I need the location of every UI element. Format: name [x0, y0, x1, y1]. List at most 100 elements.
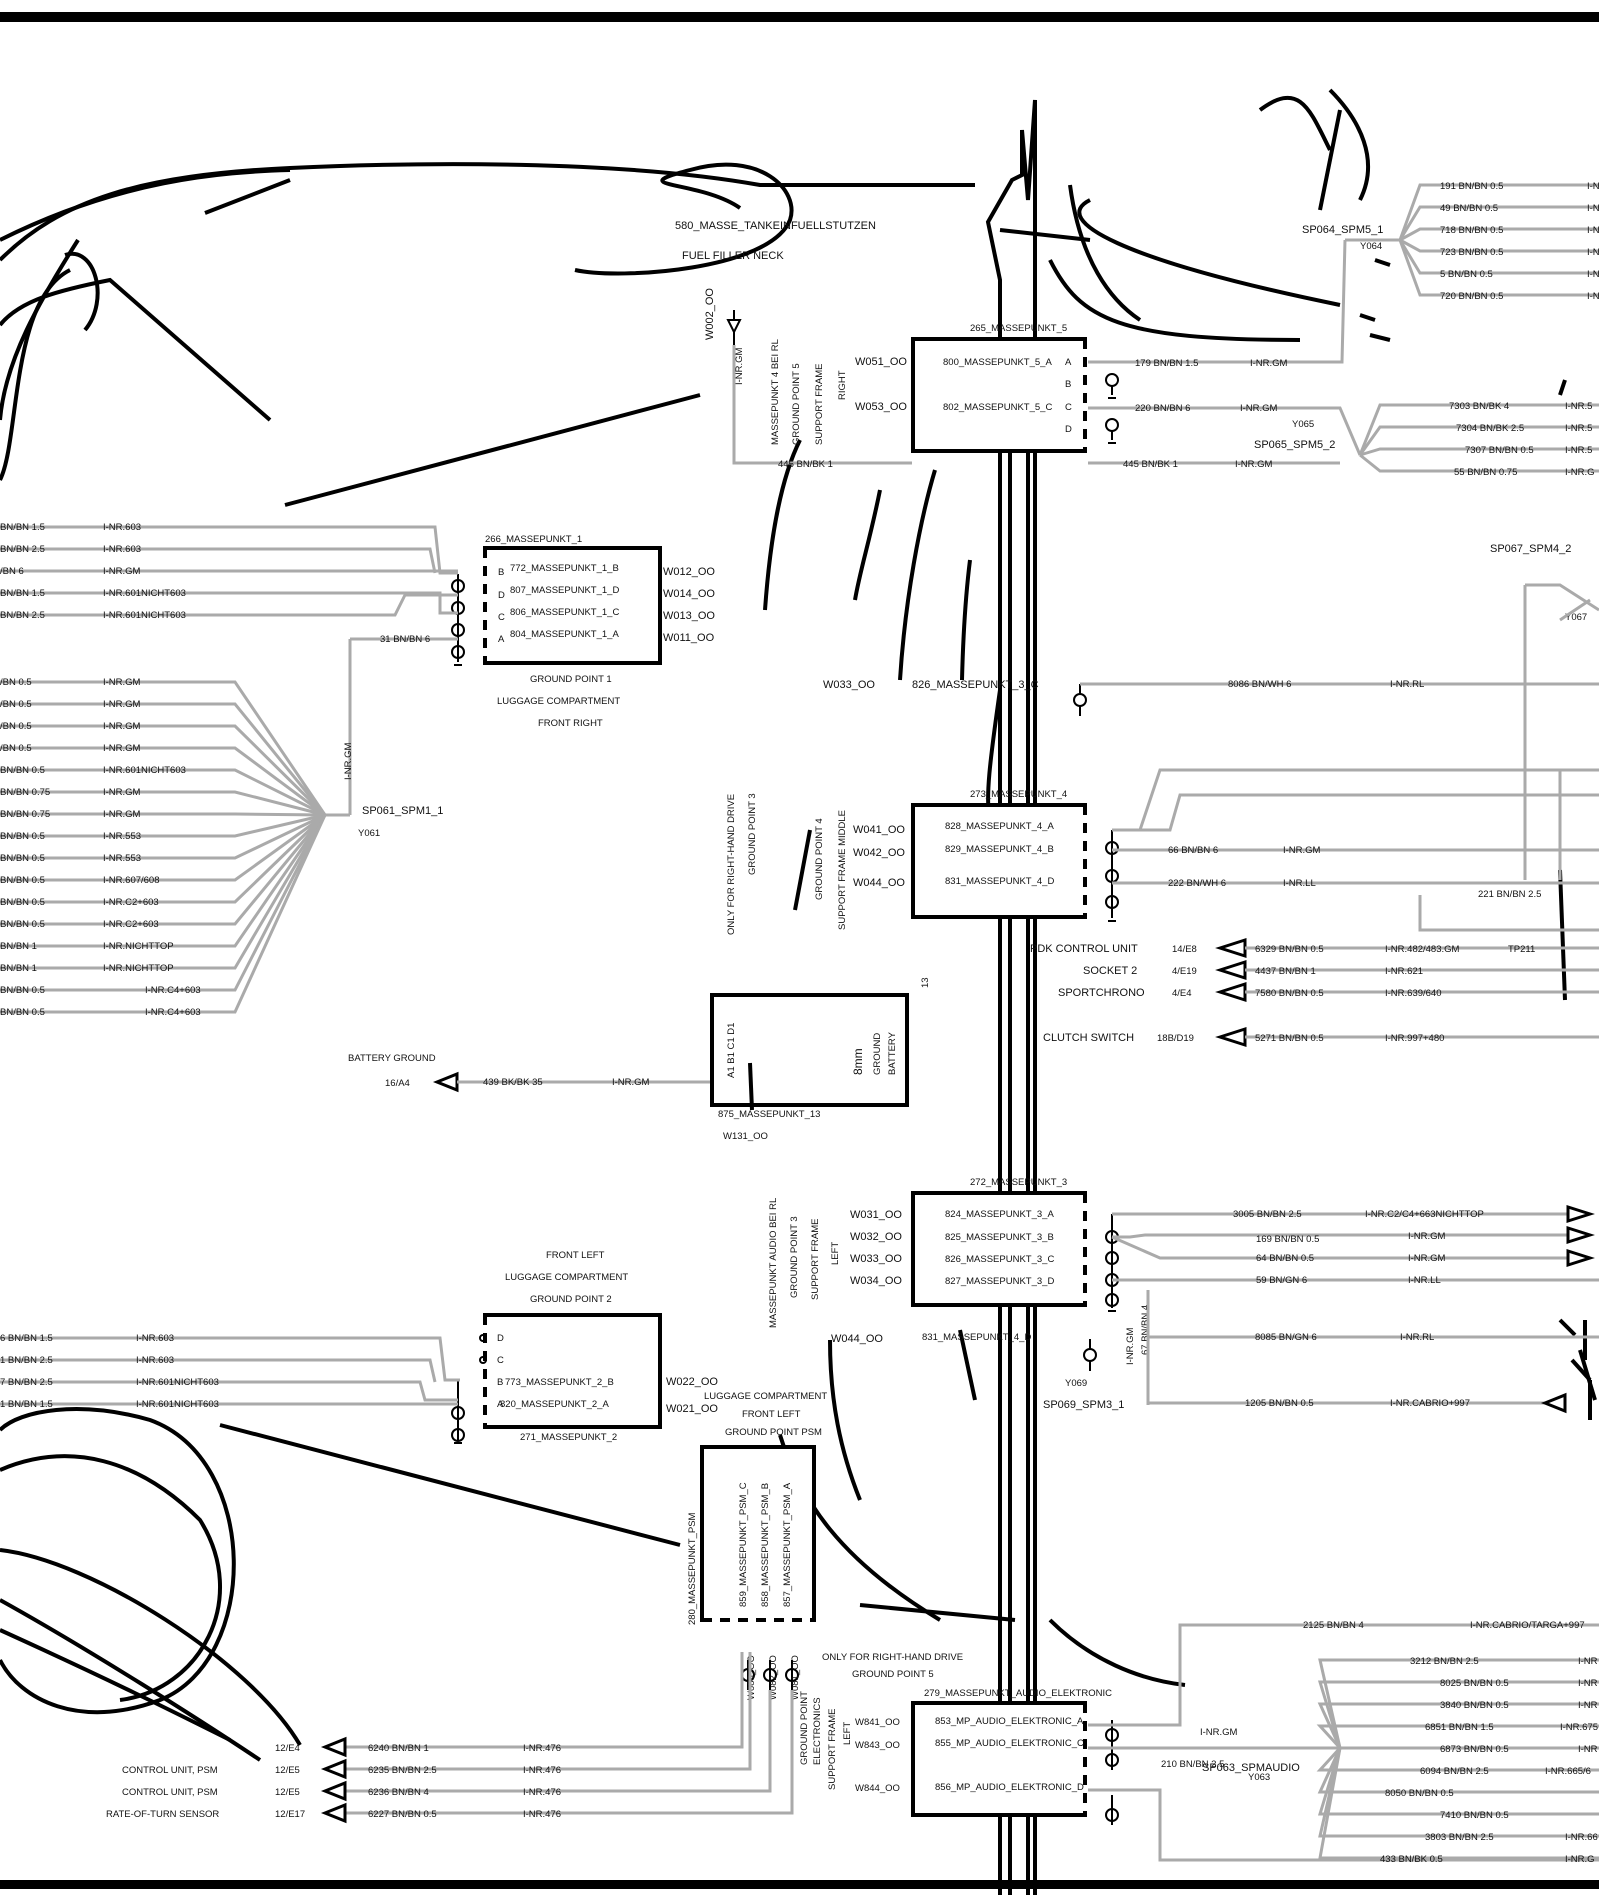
connector-code: 4437 BN/BN 1 — [1255, 966, 1316, 977]
spm1-wire-code: /BN 0.5 — [0, 743, 32, 754]
gp3-wire-59: 59 BN/GN 6 — [1256, 1275, 1307, 1286]
gp4-desc-1: SUPPORT FRAME MIDDLE — [837, 810, 848, 930]
spm5-1-wire-5: 720 BN/BN 0.5 — [1440, 291, 1503, 302]
gp2-title: 271_MASSEPUNKT_2 — [520, 1432, 617, 1443]
spm1-wire-nr: I-NR.NICHTTOP — [103, 963, 174, 974]
spm5-1-nr-1: I-N — [1587, 203, 1599, 214]
spm3-ground — [1083, 1339, 1097, 1371]
spm1-wire-code: BN/BN 0.75 — [0, 787, 50, 798]
psm-pin-a: 857_MASSEPUNKT_PSM_A — [782, 1482, 793, 1607]
audio-w844: W844_OO — [855, 1783, 900, 1794]
audio-wire-nr: I-NR — [1578, 1744, 1598, 1755]
spm1-wire-line — [0, 724, 327, 817]
gp2-ground-symbols — [451, 1334, 487, 1444]
bottom-border — [0, 1880, 1599, 1889]
gp3-wires — [1111, 1212, 1599, 1282]
spm1-wire-line — [0, 813, 326, 882]
central-bus — [985, 99, 1037, 1895]
spm1-wire-line — [0, 813, 326, 838]
audio-desc-0: GROUND POINT — [799, 1691, 810, 1765]
gp5-wire-179: 179 BN/BN 1.5 — [1135, 358, 1198, 369]
connector-label: PDK CONTROL UNIT — [1030, 943, 1138, 955]
gp1-w011: W011_OO — [663, 632, 715, 644]
audio-wire-nr: I-NR.675 — [1560, 1722, 1598, 1733]
gp2-left-nr-1: I-NR.603 — [136, 1355, 174, 1366]
gp3-w031: W031_OO — [850, 1209, 902, 1221]
spm5-2-nr-2: I-NR.5 — [1565, 445, 1592, 456]
gp4-wire-221: 221 BN/BN 2.5 — [1478, 889, 1541, 900]
spm5-2-wire-1: 7304 BN/BK 2.5 — [1456, 423, 1524, 434]
gp2-desc-2: GROUND POINT 2 — [530, 1294, 612, 1305]
psm-wires — [345, 1652, 794, 1815]
gp1-row-b: 772_MASSEPUNKT_1_B — [510, 563, 619, 574]
audio-rhd-0: ONLY FOR RIGHT-HAND DRIVE — [822, 1652, 963, 1663]
gp5-box — [911, 337, 1087, 453]
connector-arrow — [1215, 1026, 1247, 1048]
audio-fan — [1310, 1658, 1599, 1860]
battery-label: BATTERY GROUND — [348, 1053, 436, 1064]
gp1-wire-31: 31 BN/BN 6 — [380, 634, 430, 645]
audio-trunk: 210 BN/BN 2.5 — [1161, 1759, 1224, 1770]
battery-pins: A1 B1 C1 D1 — [726, 1023, 737, 1078]
psm-ground-symbols — [741, 1660, 799, 1690]
audio-desc-1: ELECTRONICS — [812, 1697, 823, 1765]
audio-wire-line — [1317, 1747, 1599, 1794]
gp3-wire-3005-nr: I-NR.C2/C4+663NICHTTOP — [1365, 1209, 1484, 1220]
spm1-wire-nr: I-NR.NICHTTOP — [103, 941, 174, 952]
spm4-2-label: SP067_SPM4_2 — [1490, 543, 1571, 555]
psm-wire-code: 6227 BN/BN 0.5 — [368, 1809, 437, 1820]
gp3-box — [911, 1191, 1087, 1307]
spm1-wire-code: /BN 0.5 — [0, 699, 32, 710]
gp2-pin-c: C — [497, 1355, 504, 1366]
gp1-w014: W014_OO — [663, 588, 715, 600]
gp5-wire-220: 220 BN/BN 6 — [1135, 403, 1190, 414]
audio-wire-nr: I-NR.G — [1565, 1854, 1595, 1865]
connector-code: 7580 BN/BN 0.5 — [1255, 988, 1324, 999]
spm1-wire-line — [0, 814, 327, 926]
audio-wires — [1088, 1623, 1599, 1862]
spm5-2-wire-0: 7303 BN/BK 4 — [1449, 401, 1509, 412]
spm5-1-wire-2: 718 BN/BN 0.5 — [1440, 225, 1503, 236]
spm1-wire-code: BN/BN 0.5 — [0, 1007, 45, 1018]
audio-desc-3: LEFT — [842, 1722, 853, 1745]
spm3-trunk: I-NR.GM — [1125, 1327, 1136, 1365]
spm1-wire-line — [0, 814, 327, 1014]
audio-wire-code: 8050 BN/BN 0.5 — [1385, 1788, 1454, 1799]
spm1-wire-line — [0, 813, 327, 904]
spm1-wire-line — [0, 768, 326, 817]
gp2-desc-0: FRONT LEFT — [546, 1250, 605, 1261]
gp1-pin-a: A — [498, 634, 505, 645]
spm1-wire-nr: I-NR.553 — [103, 853, 141, 864]
audio-wire-nr: I-NR — [1578, 1678, 1598, 1689]
spm1-wire-code: BN/BN 0.5 — [0, 919, 45, 930]
gp4-w041: W041_OO — [853, 824, 905, 836]
gp2-left-wire-2: 7 BN/BN 2.5 — [0, 1377, 53, 1388]
gp4-row-d: 831_MASSEPUNKT_4_D — [945, 876, 1054, 887]
psm-title: 280_MASSEPUNKT_PSM — [687, 1512, 698, 1625]
gp4-wires — [1112, 768, 1599, 932]
w002-label: W002_OO — [704, 288, 716, 340]
audio-w841: W841_OO — [855, 1717, 900, 1728]
gp1-left-wire-0: BN/BN 1.5 — [0, 522, 45, 533]
gp5-desc-0: MASSEPUNKT 4 BEI RL — [770, 339, 781, 445]
psm-desc-1: FRONT LEFT — [742, 1409, 801, 1420]
gp2-row-b: 773_MASSEPUNKT_2_B — [505, 1377, 614, 1388]
gp2-left-wire-3: 1 BN/BN 1.5 — [0, 1399, 53, 1410]
gp4-w042: W042_OO — [853, 847, 905, 859]
gp5-desc-2: SUPPORT FRAME — [814, 364, 825, 445]
spm1-wire-nr: I-NR.C4+603 — [145, 1007, 201, 1018]
spm5-1-id: Y064 — [1360, 241, 1382, 252]
connector-pos: 14/E8 — [1172, 944, 1197, 955]
gp3-row-c: 826_MASSEPUNKT_3_C — [945, 1254, 1054, 1265]
gp2-w021: W021_OO — [666, 1403, 718, 1415]
spm3-wire-8085: 8085 BN/GN 6 — [1255, 1332, 1317, 1343]
top-border — [0, 12, 1599, 22]
audio-wire-code: 6094 BN/BN 2.5 — [1420, 1766, 1489, 1777]
gp2-left-wires — [0, 1336, 460, 1406]
spm5-1-nr-5: I-N — [1587, 291, 1599, 302]
connector-code: 6329 BN/BN 0.5 — [1255, 944, 1324, 955]
gp3-row-d: 827_MASSEPUNKT_3_D — [945, 1276, 1054, 1287]
spm1-wire-code: BN/BN 0.5 — [0, 831, 45, 842]
